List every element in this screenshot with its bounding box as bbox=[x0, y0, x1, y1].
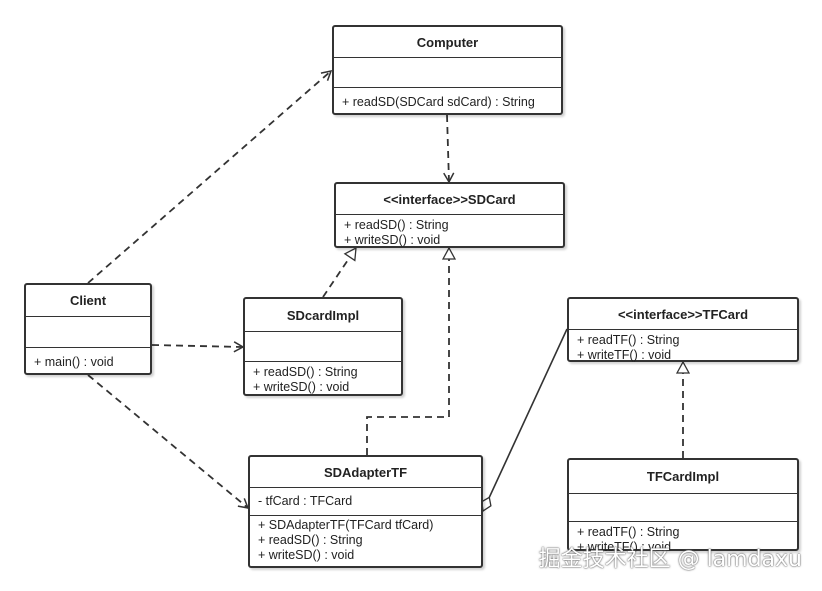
class-sdadapter[interactable]: SDAdapterTF - tfCard : TFCard + SDAdapte… bbox=[248, 455, 483, 568]
class-tfcardimpl[interactable]: TFCardImpl + readTF() : String + writeTF… bbox=[567, 458, 799, 554]
method-line: + writeSD() : void bbox=[258, 548, 355, 562]
class-tfcardimpl-name: TFCardImpl bbox=[646, 469, 720, 484]
interface-tfcard-methods: + readTF() : String + writeTF() : void bbox=[569, 329, 797, 365]
watermark-text: 掘金技术社区 @ lamdaxu bbox=[538, 547, 802, 572]
interface-sdcard-name: <<interface>>SDCard bbox=[383, 191, 516, 207]
method-line: + main() : void bbox=[34, 355, 114, 369]
class-computer-attributes bbox=[334, 57, 561, 87]
class-tfcardimpl-methods: + readTF() : String + writeTF() : void bbox=[569, 521, 797, 557]
dep-client-sdcardimpl bbox=[151, 341, 245, 353]
class-computer[interactable]: Computer + readSD(SDCard sdCard) : Strin… bbox=[332, 25, 563, 115]
class-client-name: Client bbox=[69, 293, 107, 308]
method-line: + writeTF() : void bbox=[577, 348, 672, 362]
class-sdcardimpl-methods: + readSD() : String + writeSD() : void bbox=[245, 361, 401, 397]
realize-adapter-sdcard bbox=[366, 248, 449, 455]
class-sdcardimpl-attributes bbox=[245, 331, 401, 361]
method-line: + writeSD() : void bbox=[344, 233, 441, 247]
class-tfcardimpl-attributes bbox=[569, 493, 797, 521]
method-line: + SDAdapterTF(TFCard tfCard) bbox=[258, 518, 434, 532]
method-line: + writeSD() : void bbox=[253, 380, 350, 394]
method-line: + readTF() : String bbox=[577, 525, 680, 539]
class-sdcardimpl-name: SDcardImpl bbox=[286, 307, 360, 323]
method-line: + readSD() : String bbox=[253, 365, 358, 379]
class-computer-name: Computer bbox=[416, 34, 479, 50]
class-client[interactable]: Client + main() : void bbox=[24, 283, 152, 375]
dep-client-computer bbox=[87, 69, 333, 284]
class-sdadapter-methods: + SDAdapterTF(TFCard tfCard) + readSD() … bbox=[250, 515, 481, 565]
dep-client-adapter bbox=[87, 374, 250, 509]
method-line: + readTF() : String bbox=[577, 333, 680, 347]
attribute-line: - tfCard : TFCard bbox=[258, 494, 353, 508]
interface-sdcard-methods: + readSD() : String + writeSD() : void bbox=[336, 214, 563, 250]
class-client-attributes bbox=[26, 316, 150, 347]
interface-tfcard[interactable]: <<interface>>TFCard + readTF() : String … bbox=[567, 297, 799, 362]
dep-computer-sdcard bbox=[443, 114, 455, 184]
aggregation-tfcard-adapter bbox=[483, 328, 568, 511]
interface-tfcard-name: <<interface>>TFCard bbox=[617, 306, 749, 322]
class-client-methods: + main() : void bbox=[26, 347, 150, 372]
realize-sdcardimpl-sdcard bbox=[322, 248, 356, 298]
class-sdadapter-attributes: - tfCard : TFCard bbox=[250, 487, 481, 515]
method-line: + readSD(SDCard sdCard) : String bbox=[342, 95, 535, 109]
class-computer-methods: + readSD(SDCard sdCard) : String bbox=[334, 87, 561, 112]
class-sdcardimpl[interactable]: SDcardImpl + readSD() : String + writeSD… bbox=[243, 297, 403, 396]
method-line: + writeTF() : void bbox=[577, 540, 672, 554]
class-sdadapter-name: SDAdapterTF bbox=[323, 464, 408, 480]
method-line: + readSD() : String bbox=[344, 218, 449, 232]
method-line: + readSD() : String bbox=[258, 533, 363, 547]
interface-sdcard[interactable]: <<interface>>SDCard + readSD() : String … bbox=[334, 182, 565, 248]
